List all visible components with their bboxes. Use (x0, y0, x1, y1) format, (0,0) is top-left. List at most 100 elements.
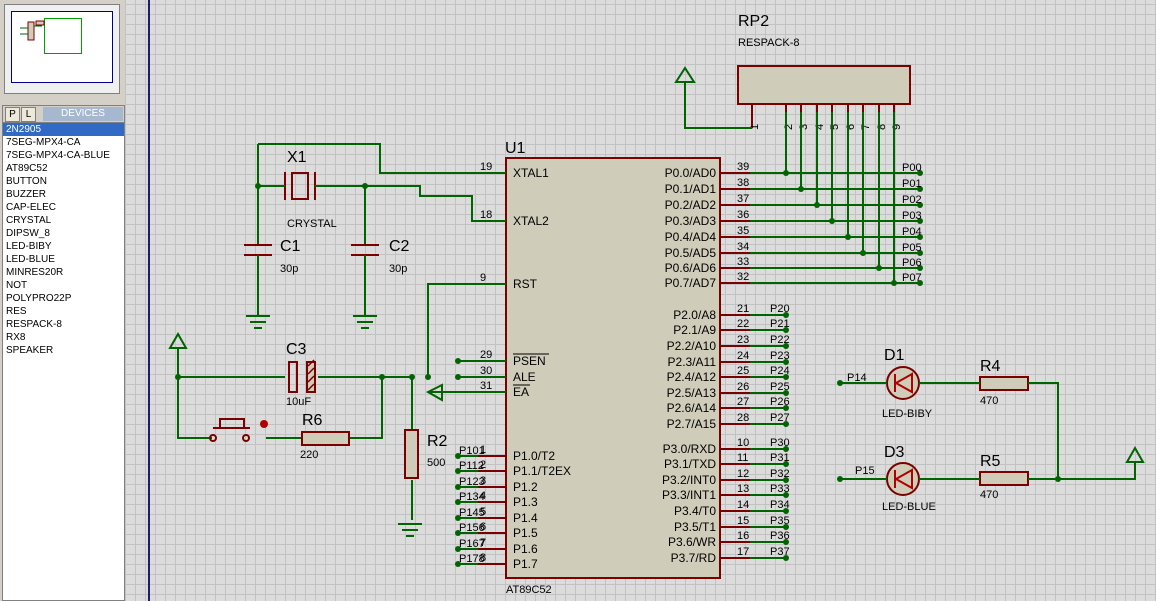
r6-value: 220 (300, 449, 318, 461)
overview-viewport[interactable] (44, 18, 82, 54)
junction-dot (917, 280, 923, 286)
d3-led[interactable]: D3 LED-BLUE (882, 444, 936, 513)
junction-dot (455, 499, 461, 505)
junction-dot (783, 539, 789, 545)
d1-net-label: P14 (847, 372, 867, 384)
d1-value: LED-BIBY (882, 408, 933, 420)
junction-dot (783, 359, 789, 365)
device-list-item[interactable]: MINRES20R (6, 267, 64, 278)
junction-dot (814, 202, 820, 208)
device-list-item[interactable]: DIPSW_8 (6, 228, 50, 239)
junction-dot (917, 170, 923, 176)
net-label: P34 (770, 499, 790, 511)
u1-pin-number: 15 (737, 515, 749, 527)
junction-dot (455, 546, 461, 552)
device-list-item[interactable]: BUZZER (6, 189, 46, 200)
c1-value: 30p (280, 263, 298, 275)
device-list-item[interactable]: 7SEG-MPX4-CA-BLUE (6, 150, 110, 161)
u1-right-pins: 39P0.0/AD038P0.1/AD137P0.2/AD236P0.3/AD3… (662, 161, 750, 565)
net-label: P25 (770, 381, 790, 393)
device-list-item[interactable]: CAP-ELEC (6, 202, 57, 213)
u1-pin-name: P2.6/A14 (667, 401, 717, 415)
reset-button[interactable] (209, 418, 268, 442)
device-list-item[interactable]: CRYSTAL (6, 215, 52, 226)
device-list-item[interactable]: BUTTON (6, 176, 47, 187)
u1-pin-name: P3.6/WR (668, 535, 716, 549)
u1-pin-name: P0.6/AD6 (665, 261, 717, 275)
junction-dot (917, 250, 923, 256)
device-list-item[interactable]: POLYPRO22P (6, 293, 72, 304)
r5-resistor[interactable]: R5 470 (979, 453, 1029, 501)
u1-pin-number: 29 (480, 349, 492, 361)
overview-sheet[interactable] (11, 11, 113, 83)
c2-capacitor[interactable]: C2 30p (351, 238, 410, 275)
junction-dot (455, 561, 461, 567)
d1-led[interactable]: D1 LED-BIBY (882, 347, 933, 420)
rp2-pin-number: 9 (891, 124, 903, 130)
u1-pin-number: 24 (737, 350, 749, 362)
junction-dot (917, 186, 923, 192)
ground-symbol (246, 315, 422, 537)
junction-dot (783, 461, 789, 467)
u1-ref: U1 (505, 140, 526, 157)
u1-pin-name: P2.2/A10 (667, 339, 717, 353)
device-list-item[interactable]: 2N2905 (3, 123, 124, 136)
c2-value: 30p (389, 263, 407, 275)
p1-net-label: P112 (459, 460, 484, 472)
u1-pin-number: 35 (737, 225, 749, 237)
p0-net-label: P00 (902, 162, 922, 174)
u1-pin-name: P3.7/RD (671, 551, 717, 565)
u1-pin-name: P3.1/TXD (664, 457, 716, 471)
library-manager-button[interactable]: L (21, 107, 36, 122)
picker-toolbar: P L DEVICES (3, 106, 124, 123)
overview-window[interactable] (4, 4, 120, 94)
u1-pin-name: P1.3 (513, 495, 538, 509)
rp2-value: RESPACK-8 (738, 37, 800, 49)
overview-thumbnail (20, 20, 45, 41)
device-list-item[interactable]: 7SEG-MPX4-CA (6, 137, 81, 148)
pick-devices-button[interactable]: P (5, 107, 20, 122)
device-list-item[interactable]: LED-BIBY (6, 241, 52, 252)
device-list-item[interactable]: AT89C52 (6, 163, 48, 174)
junction-dot (917, 265, 923, 271)
junction-dot (783, 327, 789, 333)
c3-capacitor[interactable]: C3 10uF (286, 341, 316, 408)
device-list-item[interactable]: RES (6, 306, 27, 317)
device-list-item[interactable]: RESPACK-8 (6, 319, 62, 330)
x1-crystal[interactable]: X1 CRYSTAL (284, 149, 337, 230)
net-label: P24 (770, 365, 790, 377)
picker-title: DEVICES (43, 107, 123, 121)
junction-dot (783, 343, 789, 349)
device-list-item[interactable]: SPEAKER (6, 345, 54, 356)
u1-pin-number: 17 (737, 546, 749, 558)
r4-resistor[interactable]: R4 470 (979, 358, 1029, 407)
device-list-item[interactable]: LED-BLUE (6, 254, 55, 265)
r2-resistor[interactable]: R2 500 (404, 429, 448, 479)
x1-value: CRYSTAL (287, 218, 337, 230)
c1-capacitor[interactable]: C1 30p (244, 238, 301, 275)
device-list-item[interactable]: RX8 (6, 332, 26, 343)
r6-resistor[interactable]: R6 220 (300, 412, 350, 461)
u1-pin-name: P1.6 (513, 542, 538, 556)
u1-pin-number: 12 (737, 468, 749, 480)
junction-dot (845, 234, 851, 240)
u1-pin-number: 21 (737, 303, 749, 315)
u1-pin-name: P3.5/T1 (674, 520, 716, 534)
junction-dot (783, 170, 789, 176)
net-label: P20 (770, 303, 790, 315)
u1-pin-name: P0.0/AD0 (665, 166, 717, 180)
device-list-item[interactable]: NOT (6, 280, 28, 291)
p0-net-label: P01 (902, 178, 922, 190)
junction-dot (798, 186, 804, 192)
junction-dot (829, 218, 835, 224)
rp2-pin-number: 5 (829, 124, 841, 130)
r5-ref: R5 (980, 453, 1001, 470)
